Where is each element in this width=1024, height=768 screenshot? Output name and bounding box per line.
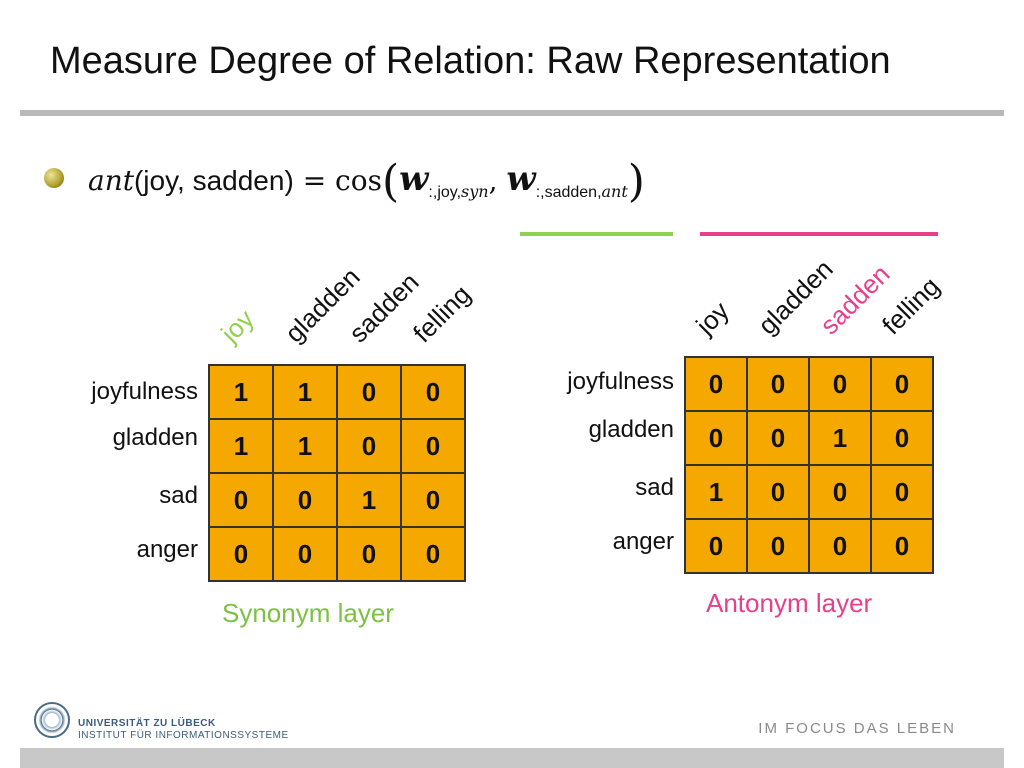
synonym-cell: 0: [337, 527, 401, 581]
synonym-cell: 0: [273, 473, 337, 527]
synonym-cell: 1: [337, 473, 401, 527]
synonym-cell: 0: [401, 527, 465, 581]
formula-w1: w: [399, 159, 429, 199]
synonym-cell: 0: [337, 419, 401, 473]
antonym-cell: 0: [747, 357, 809, 411]
antonym-cell: 0: [747, 519, 809, 573]
antonym-cell: 0: [685, 357, 747, 411]
footer-bar: [20, 748, 1004, 768]
synonym-cell: 0: [209, 527, 273, 581]
formula-eq: = cos: [302, 164, 382, 197]
antonym-cell: 0: [809, 519, 871, 573]
formula-sub2: :,sadden,: [535, 183, 602, 201]
antonym-col-joy: joy: [689, 295, 735, 341]
slide-title: Measure Degree of Relation: Raw Represen…: [50, 40, 891, 82]
antonym-cell: 0: [685, 411, 747, 465]
university-seal-icon: [34, 702, 70, 738]
formula: ant(joy, sadden) = cos(w:,joy,syn, w:,sa…: [88, 156, 645, 207]
antonym-cell: 0: [747, 411, 809, 465]
antonym-cell: 0: [871, 411, 933, 465]
syn-underline: [520, 232, 673, 236]
synonym-cell: 0: [401, 419, 465, 473]
synonym-cell: 0: [273, 527, 337, 581]
antonym-cell: 0: [809, 357, 871, 411]
antonym-cell: 0: [871, 357, 933, 411]
antonym-cell: 0: [685, 519, 747, 573]
formula-sep: ,: [488, 164, 498, 197]
antonym-cell: 1: [809, 411, 871, 465]
synonym-cell: 1: [209, 419, 273, 473]
synonym-cell: 0: [209, 473, 273, 527]
synonym-row-anger: anger: [136, 536, 198, 563]
synonym-row-gladden: gladden: [112, 424, 198, 451]
antonym-row-gladden: gladden: [588, 416, 674, 443]
formula-args: (joy, sadden): [133, 165, 294, 196]
formula-fn: ant: [88, 164, 134, 197]
formula-sub2-it: ant: [601, 181, 628, 201]
synonym-cell: 0: [401, 365, 465, 419]
synonym-cell: 1: [209, 365, 273, 419]
bullet-icon: [44, 168, 64, 188]
university-logo: UNIVERSITÄT ZU LÜBECK INSTITUT FÜR INFOR…: [78, 718, 289, 742]
synonym-cell: 0: [401, 473, 465, 527]
synonym-cell: 0: [337, 365, 401, 419]
antonym-cell: 0: [871, 465, 933, 519]
antonym-row-anger: anger: [612, 528, 674, 555]
antonym-row-sad: sad: [635, 474, 674, 501]
antonym-row-joyfulness: joyfulness: [567, 368, 674, 395]
university-name: UNIVERSITÄT ZU LÜBECK: [78, 718, 216, 729]
formula-w2: w: [506, 159, 536, 199]
antonym-cell: 0: [809, 465, 871, 519]
synonym-cell: 1: [273, 365, 337, 419]
synonym-row-joyfulness: joyfulness: [91, 378, 198, 405]
footer-tagline: IM FOCUS DAS LEBEN: [758, 720, 956, 737]
synonym-row-sad: sad: [159, 482, 198, 509]
antonym-cell: 0: [747, 465, 809, 519]
formula-sub1-it: syn: [461, 181, 489, 201]
ant-underline: [700, 232, 938, 236]
title-divider: [20, 110, 1004, 116]
antonym-cell: 1: [685, 465, 747, 519]
antonym-caption: Antonym layer: [706, 588, 873, 618]
synonym-cell: 1: [273, 419, 337, 473]
synonym-col-joy: joy: [214, 303, 260, 349]
institute-name: INSTITUT FÜR INFORMATIONSSYSTEME: [78, 730, 289, 741]
antonym-cell: 0: [871, 519, 933, 573]
formula-sub1: :,joy,: [428, 183, 462, 201]
synonym-caption: Synonym layer: [222, 598, 394, 628]
